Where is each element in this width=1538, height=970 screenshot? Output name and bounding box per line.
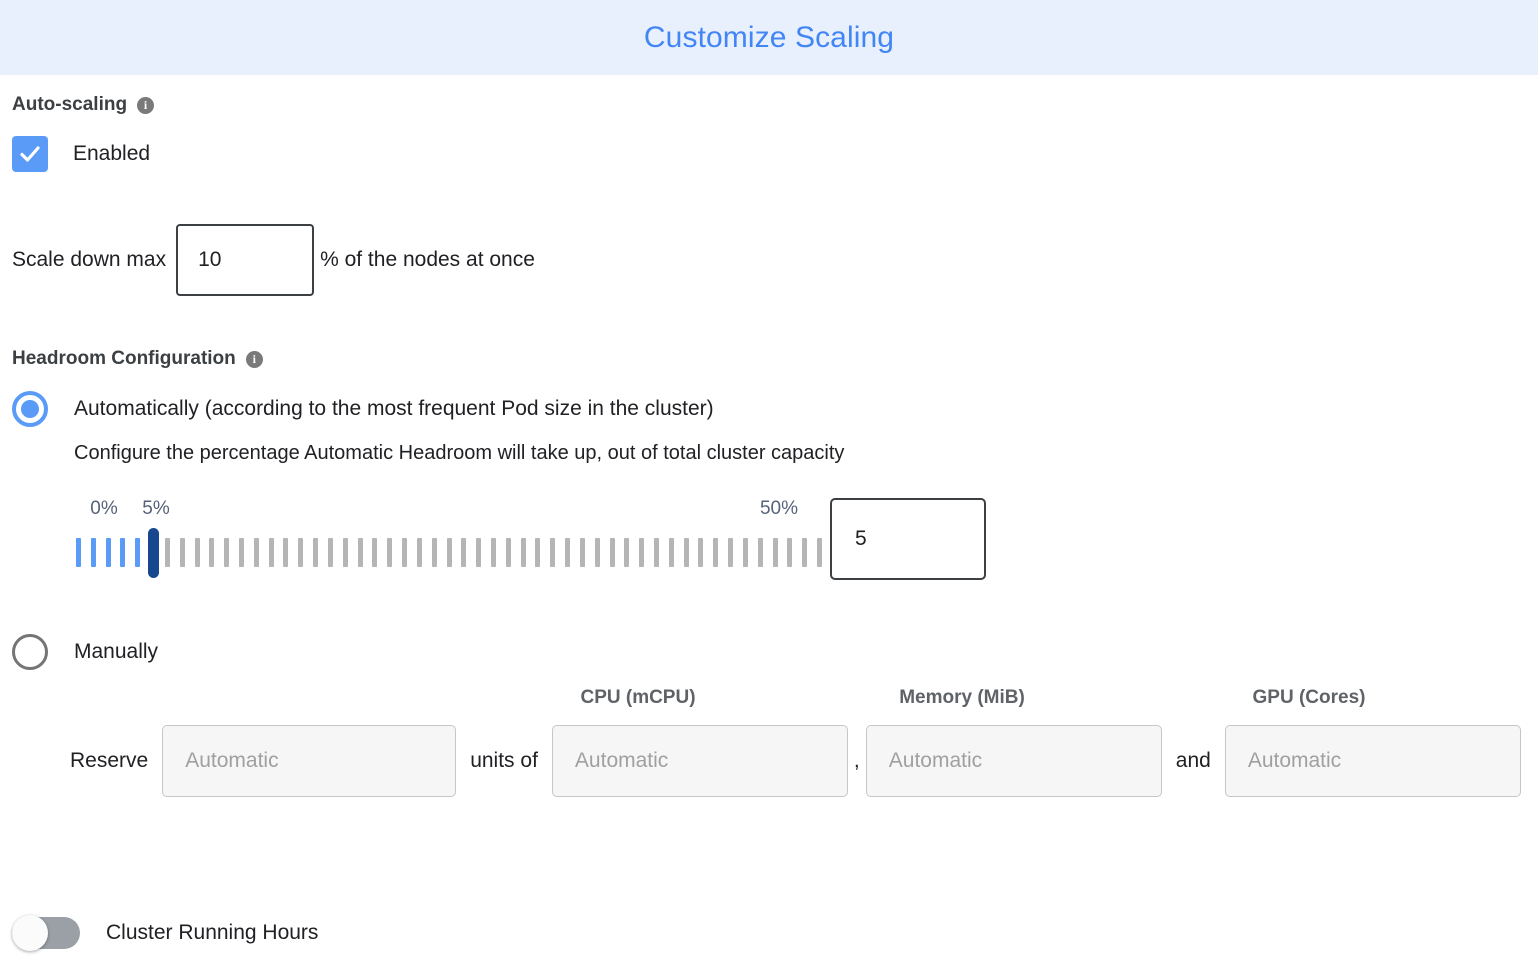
dialog-body: Auto-scaling i Enabled Scale down max % … — [0, 94, 1538, 817]
slider-tick — [253, 538, 259, 567]
radio-manually[interactable] — [12, 634, 48, 670]
headroom-slider-block: 0% 5% 50% — [12, 498, 1538, 594]
auto-scaling-enabled-row[interactable]: Enabled — [12, 136, 1538, 172]
slider-tick — [698, 538, 704, 567]
toggle-knob — [12, 915, 48, 951]
auto-scaling-label-text: Auto-scaling — [12, 94, 128, 115]
slider-tick — [476, 538, 482, 567]
slider-tick — [817, 538, 822, 567]
units-of-label: units of — [470, 749, 538, 772]
column-header-gpu: GPU (Cores) — [1252, 687, 1366, 708]
slider-tick — [76, 538, 81, 567]
comma-separator: , — [853, 749, 860, 772]
slider-tick — [313, 538, 319, 567]
reserve-grid: CPU (mCPU) Memory (MiB) GPU (Cores) Rese… — [12, 687, 1538, 817]
reserve-gpu-input[interactable] — [1224, 725, 1521, 797]
slider-tick — [772, 538, 778, 567]
headroom-automatic-row[interactable]: Automatically (according to the most fre… — [12, 391, 1538, 427]
slider-tick — [802, 538, 808, 567]
slider-tick — [327, 538, 333, 567]
slider-tick — [283, 538, 289, 567]
radio-automatic[interactable] — [12, 391, 48, 427]
slider-tick — [594, 538, 600, 567]
info-icon[interactable]: i — [245, 350, 263, 368]
cluster-running-hours-label: Cluster Running Hours — [106, 921, 319, 944]
slider-thumb[interactable] — [147, 528, 159, 578]
slider-tick — [713, 538, 719, 567]
slider-tick — [579, 538, 585, 567]
slider-tick — [639, 538, 645, 567]
slider-tick — [535, 538, 541, 567]
column-header-memory: Memory (MiB) — [899, 687, 1025, 708]
slider-tick — [209, 538, 215, 567]
radio-automatic-label: Automatically (according to the most fre… — [74, 397, 714, 420]
headroom-value-input[interactable] — [830, 498, 986, 580]
page-title: Customize Scaling — [643, 20, 895, 54]
cluster-running-hours-row[interactable]: Cluster Running Hours — [12, 915, 319, 951]
slider-tick — [787, 538, 793, 567]
slider-current-label: 5% — [142, 498, 170, 519]
slider-tick — [609, 538, 615, 567]
slider-tick — [105, 538, 111, 567]
scale-down-row: Scale down max % of the nodes at once — [12, 224, 1538, 296]
slider-max-label: 50% — [759, 498, 799, 519]
reserve-row: Reserve units of , and — [70, 725, 1521, 797]
slider-tick — [239, 538, 245, 567]
radio-manually-label: Manually — [74, 640, 159, 663]
slider-tick — [565, 538, 571, 567]
slider-tick — [757, 538, 763, 567]
slider-tick — [416, 538, 422, 567]
slider-tick — [728, 538, 734, 567]
slider-tick — [505, 538, 511, 567]
reserve-units-input[interactable] — [162, 725, 457, 797]
slider-tick — [431, 538, 437, 567]
scale-down-suffix: % of the nodes at once — [320, 248, 535, 271]
slider-tick — [387, 538, 393, 567]
slider-scale-labels: 0% 5% 50% — [12, 498, 1538, 526]
slider-tick — [179, 538, 185, 567]
column-header-cpu: CPU (mCPU) — [580, 687, 696, 708]
slider-tick — [268, 538, 274, 567]
slider-tick — [668, 538, 674, 567]
slider-tick — [342, 538, 348, 567]
slider-tick — [357, 538, 363, 567]
enabled-checkbox[interactable] — [12, 136, 48, 172]
scale-down-input[interactable] — [176, 224, 315, 296]
slider-tick — [624, 538, 630, 567]
slider-tick — [653, 538, 659, 567]
slider-tick — [120, 538, 126, 567]
slider-tick — [90, 538, 96, 567]
slider-tick — [550, 538, 556, 567]
slider-tick — [402, 538, 408, 567]
cluster-running-hours-toggle[interactable] — [12, 915, 80, 951]
slider-tick — [742, 538, 748, 567]
slider-tick — [372, 538, 378, 567]
headroom-section-label: Headroom Configuration i — [12, 348, 1538, 370]
headroom-automatic-help: Configure the percentage Automatic Headr… — [74, 442, 845, 464]
slider-tick — [298, 538, 304, 567]
enabled-label: Enabled — [73, 142, 151, 165]
headroom-label-text: Headroom Configuration — [12, 348, 236, 369]
reserve-memory-input[interactable] — [865, 725, 1162, 797]
headroom-slider[interactable] — [76, 528, 822, 578]
slider-tick — [446, 538, 452, 567]
slider-tick — [224, 538, 230, 567]
and-label: and — [1175, 749, 1211, 772]
info-icon[interactable]: i — [137, 96, 155, 114]
dialog-header: Customize Scaling — [0, 0, 1538, 75]
slider-tick — [490, 538, 496, 567]
slider-tick — [194, 538, 200, 567]
slider-min-label: 0% — [90, 498, 118, 519]
scale-down-label: Scale down max — [12, 248, 167, 271]
slider-tick — [135, 538, 141, 567]
reserve-label: Reserve — [70, 749, 149, 772]
slider-tick — [164, 538, 170, 567]
slider-tick — [683, 538, 689, 567]
auto-scaling-section-label: Auto-scaling i — [12, 94, 1538, 116]
slider-tick — [520, 538, 526, 567]
reserve-cpu-input[interactable] — [551, 725, 848, 797]
slider-tick — [461, 538, 467, 567]
headroom-manual-row[interactable]: Manually — [12, 634, 1538, 670]
